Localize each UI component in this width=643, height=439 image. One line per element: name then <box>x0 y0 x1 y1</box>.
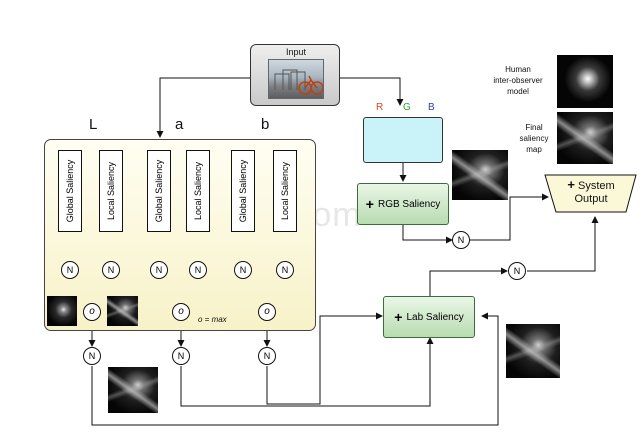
edge-b-to-lab <box>266 312 383 405</box>
local-map-thumb <box>107 296 138 326</box>
channel-R-label: R <box>376 102 384 113</box>
rgb-saliency-box: + RGB Saliency <box>357 183 449 225</box>
channel-G-label: G <box>403 102 411 113</box>
normalize-node: N <box>276 261 294 279</box>
channel-a-label: a <box>175 116 184 133</box>
lab-saliency-map-thumb <box>506 324 560 378</box>
global-saliency-b: Global Saliency <box>231 150 255 232</box>
max-node-a: o <box>172 303 190 321</box>
lab-saliency-box: + Lab Saliency <box>383 296 475 338</box>
channel-b-label: b <box>261 116 270 133</box>
edge-a-to-lab <box>180 337 434 407</box>
edge-input-to-rgb <box>340 77 404 106</box>
normalize-node: N <box>61 261 79 279</box>
final-map-caption: Final saliency map <box>519 123 549 154</box>
rgb-input-box <box>363 117 443 163</box>
human-model-thumb <box>557 55 613 108</box>
input-label: Input <box>285 47 307 57</box>
rgb-saliency-map-thumb <box>452 150 508 200</box>
plus-icon: + <box>365 196 374 212</box>
local-saliency-a: Local Saliency <box>186 150 210 232</box>
system-output-shape <box>544 174 637 213</box>
local-saliency-b: Local Saliency <box>273 150 297 232</box>
local-saliency-L: Local Saliency <box>99 150 123 232</box>
system-output-label: + System Output <box>567 177 615 205</box>
normalize-node: N <box>150 261 168 279</box>
plus-icon: + <box>394 309 403 325</box>
global-saliency-L: Global Saliency <box>58 150 82 232</box>
input-box: Input <box>250 44 340 106</box>
normalize-node: N <box>102 261 120 279</box>
normalize-node-rgb: N <box>452 231 470 249</box>
input-photo <box>268 59 324 99</box>
max-definition: o = max <box>198 315 227 324</box>
normalize-node: N <box>189 261 207 279</box>
normalize-node-L-out: N <box>83 347 101 365</box>
rgb-saliency-label: RGB Saliency <box>377 198 441 210</box>
normalize-node-lab: N <box>508 262 526 280</box>
channel-L-label: L <box>89 116 98 133</box>
edge-L-to-lab <box>91 312 499 426</box>
normalize-node-a-out: N <box>172 347 190 365</box>
lab-saliency-label: Lab Saliency <box>406 311 464 323</box>
human-model-caption: Human inter-observer model <box>493 65 543 96</box>
lab-panel <box>44 139 316 331</box>
L-output-thumb <box>108 367 158 413</box>
edge-input-to-lab-panel <box>156 77 250 138</box>
channel-B-label: B <box>428 102 435 113</box>
normalize-node-b-out: N <box>258 347 276 365</box>
max-node-b: o <box>258 303 276 321</box>
plus-icon: + <box>567 177 575 192</box>
final-map-thumb <box>557 112 613 164</box>
max-node-L: o <box>83 303 101 321</box>
global-map-thumb <box>47 296 77 326</box>
normalize-node: N <box>234 261 252 279</box>
global-saliency-a: Global Saliency <box>147 150 171 232</box>
